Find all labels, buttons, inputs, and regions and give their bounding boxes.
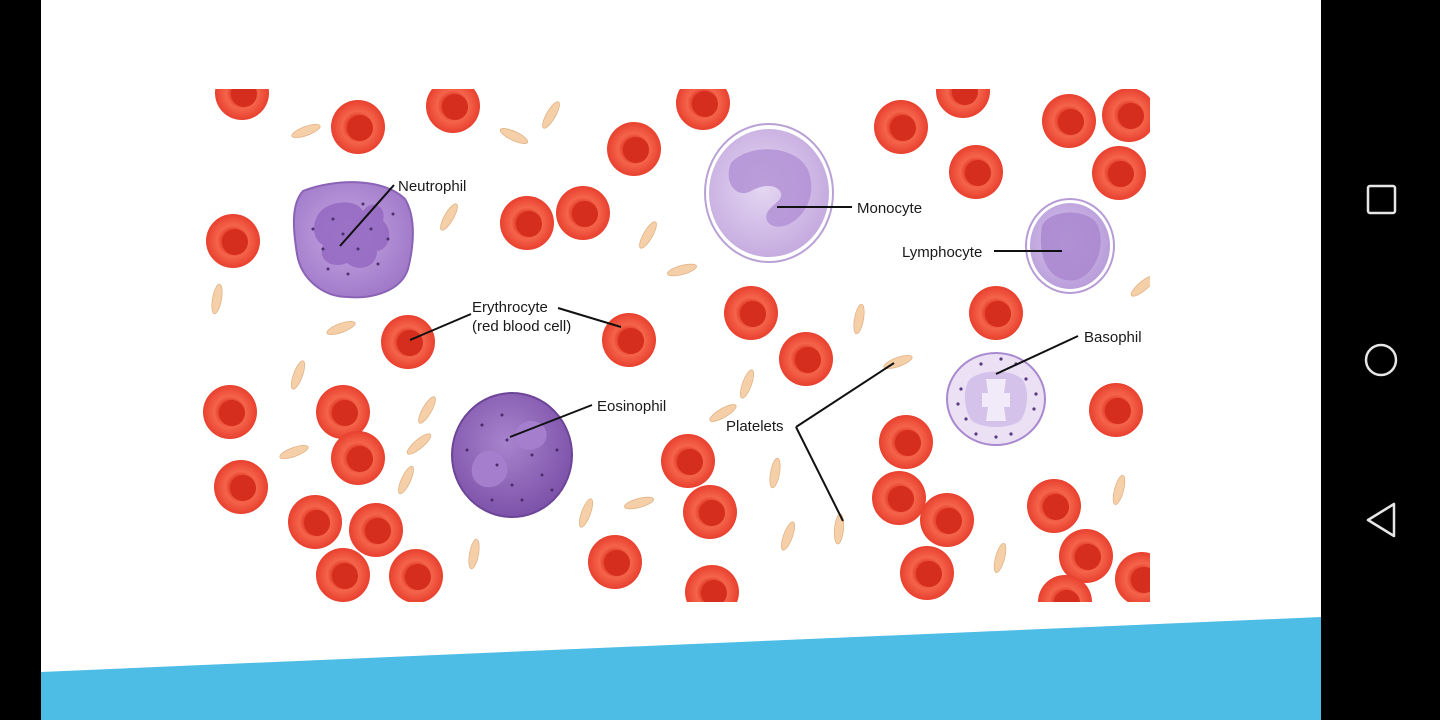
erythrocyte-cell xyxy=(920,493,974,547)
erythrocytes-group xyxy=(203,89,1150,602)
lymphocyte-cell xyxy=(1025,198,1115,294)
presentation-slide: Neutrophil Erythrocyte (red blood cell) … xyxy=(41,0,1321,720)
neutrophil-label: Neutrophil xyxy=(398,178,466,195)
erythrocyte-cell xyxy=(316,385,370,439)
monocyte-cell xyxy=(704,123,834,263)
platelet xyxy=(1130,275,1150,297)
erythrocyte-cell xyxy=(607,122,661,176)
accent-band xyxy=(41,617,1321,720)
neutrophil-cell xyxy=(292,181,414,299)
erythrocyte-cell xyxy=(1027,479,1081,533)
erythrocyte-cell xyxy=(588,535,642,589)
lymphocyte-label: Lymphocyte xyxy=(902,244,982,261)
erythrocyte-cell xyxy=(288,495,342,549)
triangle-left-icon xyxy=(1366,502,1396,538)
erythrocyte-cell xyxy=(900,546,954,600)
back-button[interactable] xyxy=(1351,490,1411,550)
erythrocyte-cell xyxy=(676,89,730,130)
platelet xyxy=(1112,475,1126,505)
eosinophil-label: Eosinophil xyxy=(597,398,666,415)
platelet xyxy=(279,444,309,460)
platelet xyxy=(291,123,321,139)
erythrocyte-cell xyxy=(1092,146,1146,200)
blood-cells-illustration: Neutrophil Erythrocyte (red blood cell) … xyxy=(203,89,1150,602)
erythrocyte-cell xyxy=(779,332,833,386)
erythrocyte-cell xyxy=(331,431,385,485)
platelet xyxy=(468,538,480,570)
erythrocyte-cell xyxy=(349,503,403,557)
erythrocyte-cell xyxy=(1038,575,1092,602)
home-button[interactable] xyxy=(1351,330,1411,390)
erythrocyte-cell xyxy=(215,89,269,120)
erythrocyte-label: Erythrocyte xyxy=(472,299,548,316)
erythrocyte-cell xyxy=(724,286,778,340)
platelet xyxy=(853,303,865,335)
erythrocyte-cell xyxy=(661,434,715,488)
basophil-cell xyxy=(946,352,1046,446)
platelet xyxy=(542,101,560,129)
erythrocyte-cell xyxy=(602,313,656,367)
erythrocyte-cell xyxy=(1089,383,1143,437)
platelet xyxy=(780,521,796,551)
label-leader-lines xyxy=(339,184,1079,522)
erythrocyte-cell xyxy=(1102,89,1150,142)
erythrocyte-cell xyxy=(949,145,1003,199)
platelet xyxy=(326,320,356,336)
platelet xyxy=(418,396,436,424)
erythrocyte-cell xyxy=(556,186,610,240)
erythrocyte-cell xyxy=(683,485,737,539)
erythrocyte-cell xyxy=(1059,529,1113,583)
erythrocyte-cell xyxy=(381,315,435,369)
recents-button[interactable] xyxy=(1351,170,1411,230)
basophil-label: Basophil xyxy=(1084,329,1142,346)
erythrocyte-cell xyxy=(874,100,928,154)
platelet xyxy=(993,543,1007,573)
erythrocyte-cell xyxy=(969,286,1023,340)
platelet xyxy=(739,369,755,399)
platelets-group xyxy=(211,101,1150,573)
erythrocyte-cell xyxy=(1042,94,1096,148)
erythrocyte-cell xyxy=(426,89,480,133)
android-navigation-bar xyxy=(1321,0,1440,720)
platelet xyxy=(769,457,781,489)
monocyte-label: Monocyte xyxy=(857,200,922,217)
erythrocyte-cell xyxy=(214,460,268,514)
platelet xyxy=(667,263,697,277)
platelet xyxy=(406,433,432,455)
erythrocyte-cell xyxy=(316,548,370,602)
erythrocyte-cell xyxy=(936,89,990,118)
platelets-label: Platelets xyxy=(726,418,784,435)
platelet xyxy=(211,283,223,315)
erythrocyte-cell xyxy=(203,385,257,439)
erythrocyte-cell xyxy=(872,471,926,525)
platelet xyxy=(398,465,414,495)
erythrocyte-cell xyxy=(389,549,443,602)
erythrocyte-cell xyxy=(206,214,260,268)
erythrocyte-cell xyxy=(879,415,933,469)
platelet xyxy=(499,128,529,144)
erythrocyte-cell xyxy=(331,100,385,154)
erythrocyte-sublabel: (red blood cell) xyxy=(472,318,571,335)
blood-cells-figure: Neutrophil Erythrocyte (red blood cell) … xyxy=(160,89,1150,602)
platelet xyxy=(833,513,845,545)
platelet xyxy=(578,498,594,528)
platelet xyxy=(440,203,458,231)
erythrocyte-cell xyxy=(685,565,739,602)
circle-outline-icon xyxy=(1364,343,1398,377)
square-outline-icon xyxy=(1366,184,1397,215)
platelet xyxy=(709,404,737,422)
platelet xyxy=(639,221,657,249)
eosinophil-cell xyxy=(451,392,573,518)
erythrocyte-cell xyxy=(1115,552,1150,602)
erythrocyte-cell xyxy=(500,196,554,250)
platelet xyxy=(290,360,306,390)
platelet xyxy=(624,496,654,510)
